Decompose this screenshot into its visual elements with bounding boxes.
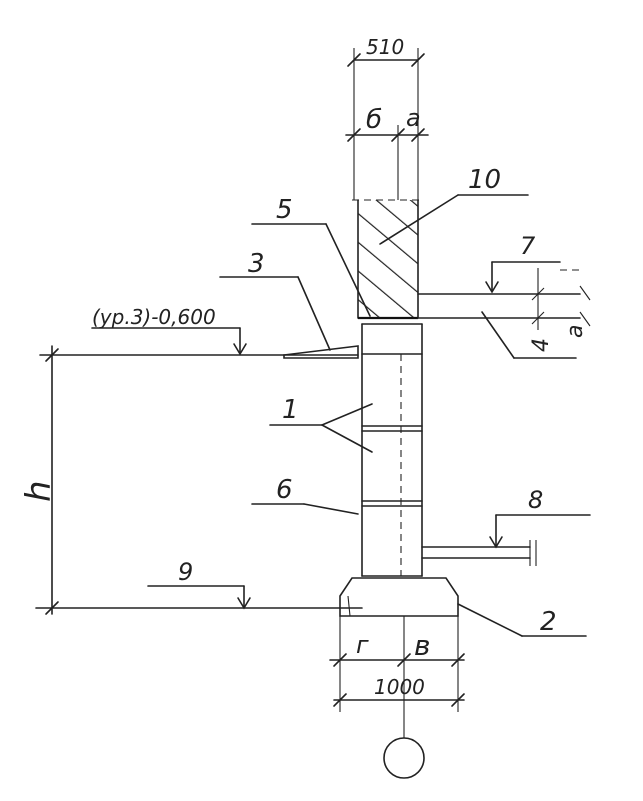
dimension-b-a: б а <box>345 104 429 200</box>
callout-1-label: 1 <box>282 395 299 425</box>
callout-2: 2 <box>457 603 587 637</box>
dimension-v-label: в <box>414 629 431 662</box>
callout-7: 7 <box>485 232 561 294</box>
callout-8: 8 <box>421 486 591 566</box>
floor-slab-right <box>417 268 591 330</box>
callout-10-label: 10 <box>468 165 501 195</box>
callout-9: 9 <box>147 558 251 610</box>
masonry-wall-hatched <box>352 199 424 320</box>
callout-3-label: 3 <box>248 249 265 279</box>
dimension-1000-label: 1000 <box>374 675 425 699</box>
callout-1: 1 <box>269 395 373 453</box>
callout-3: 3 <box>219 249 359 359</box>
callout-10: 10 <box>379 165 529 245</box>
callout-7-label: 7 <box>520 232 536 260</box>
dimension-g-label: г <box>356 631 369 659</box>
dimension-bottom-1000: 1000 <box>333 675 465 707</box>
callout-4-label: 4 <box>529 338 554 352</box>
level-mark: (ур.3)-0,600 <box>39 305 359 356</box>
callout-4: 4 а <box>481 311 588 359</box>
center-axis <box>383 616 425 779</box>
callout-2-label: 2 <box>540 607 557 637</box>
dimension-height: h <box>19 345 363 615</box>
callout-9-label: 9 <box>178 558 193 586</box>
callout-6: 6 <box>251 475 359 515</box>
dimension-b-label: б <box>366 105 382 135</box>
callout-5: 5 <box>251 195 371 317</box>
dimension-510-label: 510 <box>366 35 404 59</box>
dimension-top-510: 510 <box>347 35 425 200</box>
foundation-blocks <box>361 323 423 577</box>
callout-8-label: 8 <box>528 486 543 514</box>
callout-5-label: 5 <box>276 195 293 225</box>
level-text: (ур.3)-0,600 <box>92 305 216 329</box>
callout-6-label: 6 <box>276 475 293 505</box>
dimension-g-v: г в <box>329 616 465 712</box>
footing-block <box>339 577 459 617</box>
right-a-label: а <box>563 325 588 338</box>
dimension-a-label: а <box>406 104 421 132</box>
height-label: h <box>19 480 59 502</box>
